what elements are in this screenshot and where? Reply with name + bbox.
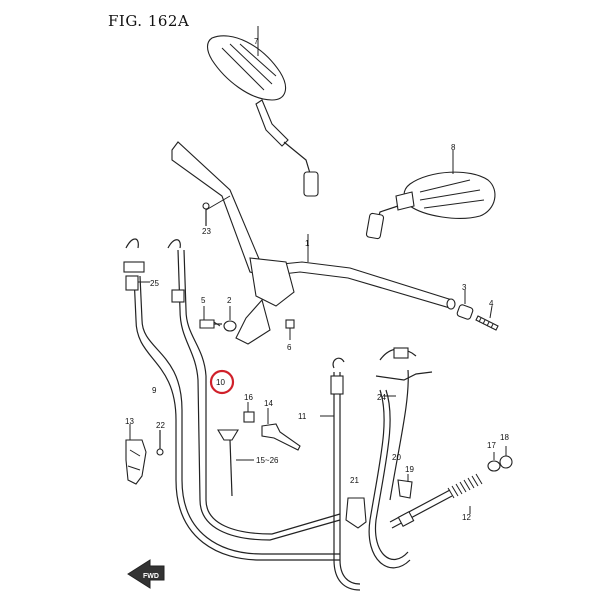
bolt-23 — [202, 195, 231, 226]
callout-17: 17 — [487, 441, 496, 450]
highlight-circle — [209, 369, 235, 395]
bar-end-parts — [456, 290, 499, 331]
callout-22: 22 — [156, 421, 165, 430]
fwd-label: FWD — [143, 573, 159, 580]
callout-5: 5 — [201, 296, 206, 305]
callout-3: 3 — [462, 283, 467, 292]
handlebar — [171, 141, 456, 345]
callout-10: 10 — [216, 378, 225, 387]
callout-21: 21 — [350, 476, 359, 485]
clamp-hardware — [199, 306, 295, 340]
cable-11 — [320, 357, 361, 591]
mirror-right — [365, 150, 496, 240]
cable-9-10 — [123, 238, 341, 561]
callout-11: 11 — [298, 412, 307, 421]
callout-4: 4 — [489, 299, 494, 308]
callout-20: 20 — [392, 453, 401, 462]
callout-12: 12 — [462, 513, 471, 522]
callout-2: 2 — [227, 296, 232, 305]
callout-9: 9 — [152, 386, 157, 395]
callout-24: 24 — [377, 393, 386, 402]
callout-8: 8 — [451, 143, 456, 152]
mirror-left — [206, 26, 319, 197]
callout-13: 13 — [125, 417, 134, 426]
figure-title: FIG. 162A — [108, 12, 190, 30]
throttle-spring — [345, 446, 513, 529]
callout-1: 1 — [305, 239, 310, 248]
callout-19: 19 — [405, 465, 414, 474]
cable-24 — [368, 347, 433, 569]
callout-18: 18 — [500, 433, 509, 442]
callout-15-26: 15~26 — [256, 456, 279, 465]
callout-6: 6 — [287, 343, 292, 352]
callout-14: 14 — [264, 399, 273, 408]
callout-7: 7 — [254, 37, 259, 46]
callout-16: 16 — [244, 393, 253, 402]
fwd-arrow: FWD — [127, 559, 165, 589]
lever-assembly — [217, 402, 301, 497]
callout-23: 23 — [202, 227, 211, 236]
bracket-13 — [125, 424, 164, 485]
callout-25: 25 — [150, 279, 159, 288]
